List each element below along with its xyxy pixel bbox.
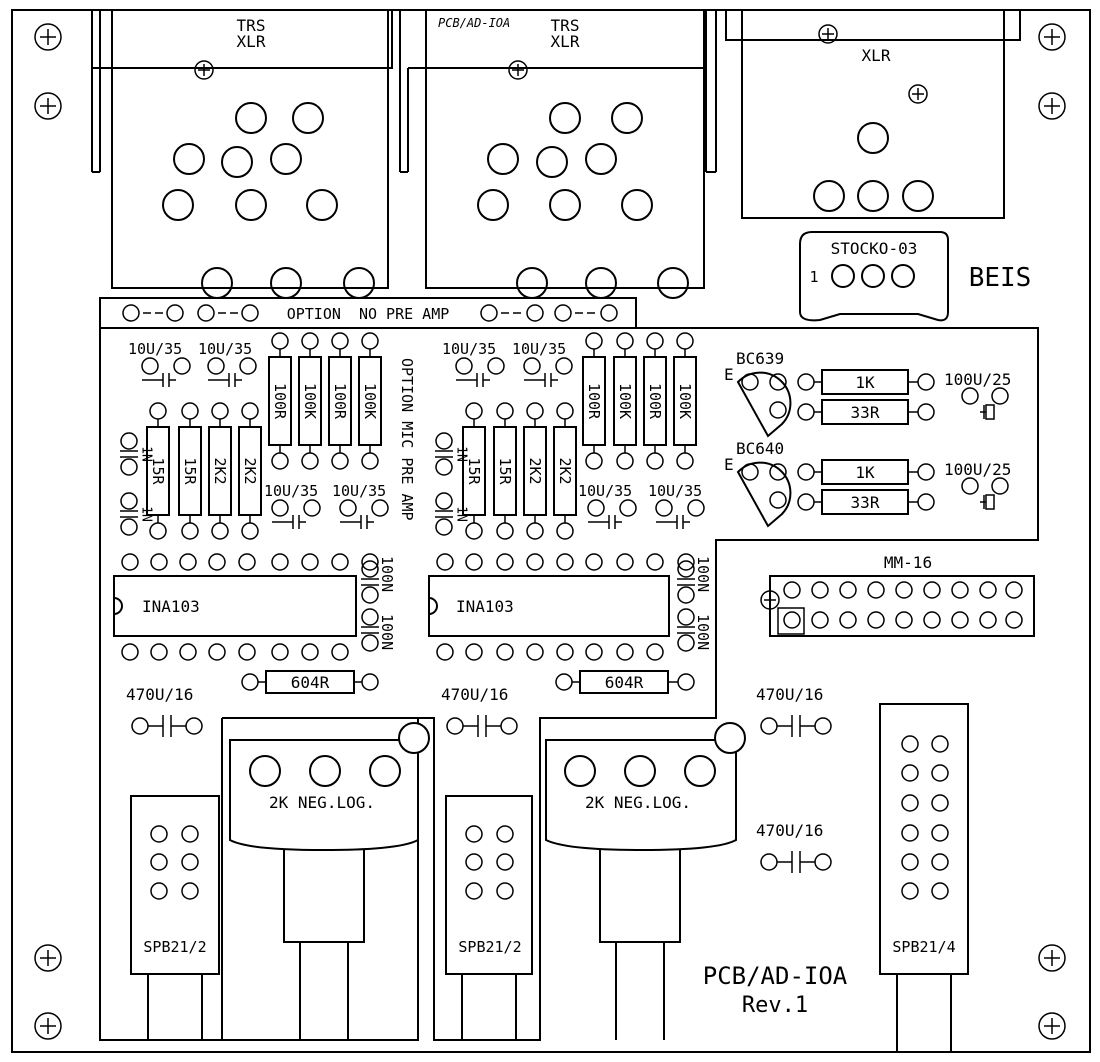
ch1-cap-100n-2: 100N	[378, 614, 396, 650]
top-board-label: PCB/AD-IOA	[438, 16, 510, 30]
ch2-cap-top-2: 10U/35	[512, 340, 566, 358]
board-revision: Rev.1	[742, 993, 808, 1018]
bc640-cap: 100U/25	[944, 460, 1011, 479]
channel-2	[428, 332, 746, 1040]
ch1-r604-label: 604R	[291, 673, 330, 692]
ch2-res-bot-3: 2K2	[526, 457, 544, 484]
right-section	[760, 703, 969, 1052]
ch2-res-top-3: 100R	[646, 383, 664, 420]
board-title: PCB/AD-IOA	[703, 962, 848, 990]
mm16-header	[760, 575, 1035, 637]
ch2-cap-top-1: 10U/35	[442, 340, 496, 358]
ch1-res-top-3: 100R	[331, 383, 349, 420]
ch1-res-bot-1: 15R	[149, 457, 167, 485]
preamp-outline	[99, 327, 1039, 1041]
ch2-cap-mid-2: 10U/35	[648, 482, 702, 500]
ch1-res-bot-3: 2K2	[211, 457, 229, 484]
ch2-cap-100n-2: 100N	[694, 614, 712, 650]
ch2-in-label-1: 1N	[454, 446, 469, 462]
ch2-r604-label: 604R	[605, 673, 644, 692]
bc639-r2: 33R	[851, 403, 880, 422]
ch2-pot-label: 2K NEG.LOG.	[585, 793, 691, 812]
bc640-emitter: E	[724, 455, 734, 474]
ch2-cap-100n-1: 100N	[694, 556, 712, 592]
bc640-r2: 33R	[851, 493, 880, 512]
connector-1-line1: TRS	[237, 16, 266, 35]
right-cap-470-b: 470U/16	[756, 821, 823, 840]
ch2-res-top-2: 100K	[616, 383, 634, 419]
bc639-r1: 1K	[855, 373, 875, 392]
connector-2-line2: XLR	[551, 32, 580, 51]
ch1-in-label-1: 1N	[139, 446, 154, 462]
connector-3	[725, 10, 1021, 219]
ch1-cap-top-2: 10U/35	[198, 340, 252, 358]
bc640-label: BC640	[736, 439, 784, 458]
ch1-res-top-4: 100K	[361, 383, 379, 419]
ch2-switch-label: SPB21/2	[458, 938, 521, 956]
ch1-res-top-2: 100K	[301, 383, 319, 419]
stocko-connector	[799, 231, 949, 322]
bc640-r1: 1K	[855, 463, 875, 482]
stocko-pin1: 1	[809, 268, 818, 286]
ch1-cap-470-label: 470U/16	[126, 685, 193, 704]
ch2-res-top-1: 100R	[585, 383, 603, 420]
bc639-emitter: E	[724, 365, 734, 384]
ch2-res-bot-4: 2K2	[556, 457, 574, 484]
ch1-res-bot-2: 15R	[181, 457, 199, 485]
ch1-pot-label: 2K NEG.LOG.	[269, 793, 375, 812]
ch1-cap-mid-2: 10U/35	[332, 482, 386, 500]
ch1-in-label-2: 1N	[139, 506, 154, 522]
ch2-ic-label: INA103	[456, 597, 514, 616]
mm16-label: MM-16	[884, 553, 932, 572]
board-outline	[11, 9, 1091, 1053]
ch1-cap-top-1: 10U/35	[128, 340, 182, 358]
ch1-res-bot-4: 2K2	[241, 457, 259, 484]
connector-2-line1: TRS	[551, 16, 580, 35]
bc639-label: BC639	[736, 349, 784, 368]
ch2-cap-mid-1: 10U/35	[578, 482, 632, 500]
ch1-ic-label: INA103	[142, 597, 200, 616]
connector-2	[408, 10, 717, 299]
ch2-res-bot-2: 15R	[496, 457, 514, 485]
connector-3-line2: XLR	[862, 46, 891, 65]
channel-1	[113, 332, 430, 1040]
ch2-in-label-2: 1N	[454, 506, 469, 522]
option-strip-label: OPTION NO PRE AMP	[287, 305, 450, 323]
connector-1-line2: XLR	[237, 32, 266, 51]
bc639-cap: 100U/25	[944, 370, 1011, 389]
ch1-cap-100n-1: 100N	[378, 556, 396, 592]
ch2-cap-470-label: 470U/16	[441, 685, 508, 704]
connector-1	[91, 10, 409, 299]
brand-label: BEIS	[969, 263, 1032, 293]
ch2-res-bot-1: 15R	[465, 457, 483, 485]
ch1-cap-mid-1: 10U/35	[264, 482, 318, 500]
option-mic-label: OPTION MIC PRE AMP	[398, 358, 416, 521]
stocko-label: STOCKO-03	[831, 239, 918, 258]
ch2-res-top-4: 100K	[676, 383, 694, 419]
right-switch-label: SPB21/4	[892, 938, 955, 956]
ch1-switch-label: SPB21/2	[143, 938, 206, 956]
ch1-res-top-1: 100R	[271, 383, 289, 420]
transistor-bc640	[736, 459, 1009, 528]
option-strip	[99, 297, 637, 329]
transistor-bc639	[736, 369, 1009, 438]
right-cap-470-a: 470U/16	[756, 685, 823, 704]
